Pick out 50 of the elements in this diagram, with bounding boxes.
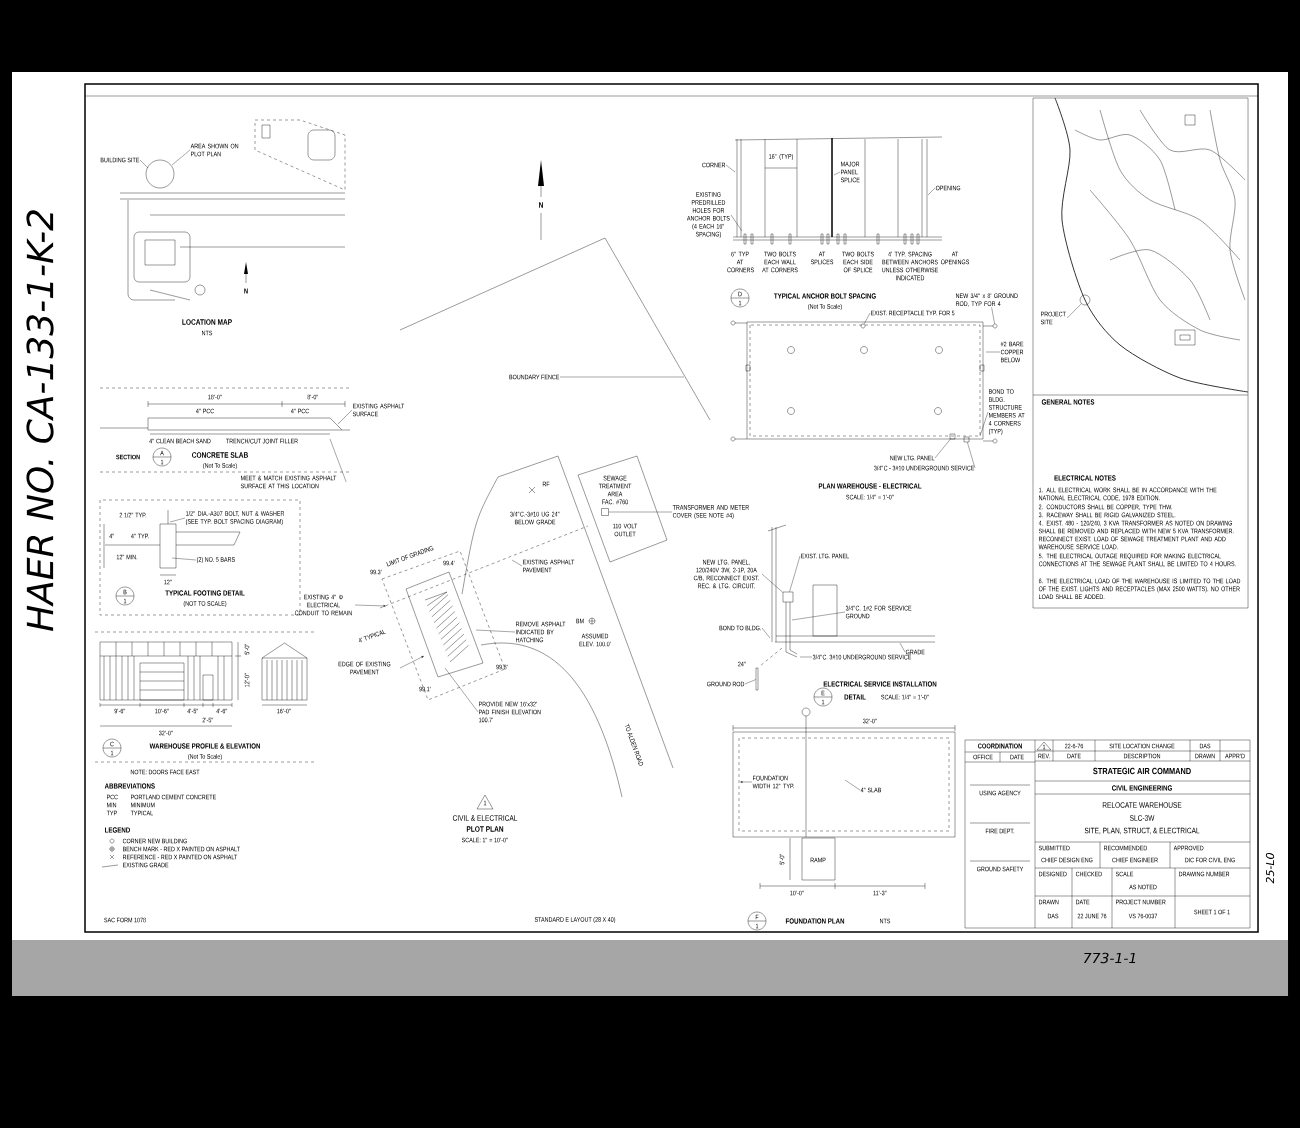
- leader-line: [899, 642, 906, 653]
- leader-line: [171, 557, 197, 561]
- leader-line: [354, 604, 386, 607]
- leader-line: [789, 555, 801, 592]
- leader-line: [725, 164, 736, 173]
- leader-line: [844, 779, 861, 791]
- leader-line: [991, 307, 995, 324]
- leader-line: [1067, 303, 1082, 319]
- title-block-text: STRATEGIC AIR COMMAND: [1093, 767, 1191, 775]
- equipment-box: [782, 591, 794, 603]
- leader-line: [740, 781, 753, 783]
- view-title: CIVIL & ELECTRICAL: [452, 815, 518, 821]
- leader-line: [608, 511, 673, 513]
- leader-line: [444, 667, 479, 713]
- leader-line: [967, 442, 976, 469]
- leader-line: [139, 159, 149, 169]
- leader-line: [979, 411, 989, 437]
- leader-line: [927, 187, 936, 196]
- leader-line: [934, 439, 951, 459]
- leader-line: [985, 351, 1001, 353]
- leader-line: [559, 376, 685, 378]
- leader-line: [730, 214, 743, 232]
- view-title: CONCRETE SLAB: [192, 452, 248, 458]
- ground-rod: [755, 667, 759, 691]
- leader-line: [337, 409, 353, 425]
- leader-line: [799, 656, 813, 658]
- handwritten-number: 773-1-1: [1084, 952, 1136, 964]
- leader-line: [475, 629, 516, 633]
- leader-line: [761, 573, 783, 593]
- drawing-title: RELOCATE WAREHOUSE: [1102, 802, 1182, 808]
- leader-line: [399, 656, 424, 669]
- view-title: LOCATION MAP: [182, 319, 232, 325]
- equipment-box: [963, 436, 970, 443]
- equipment-box: [601, 508, 609, 516]
- leader-line: [169, 517, 186, 523]
- leader-line: [171, 149, 191, 166]
- leader-line: [863, 312, 871, 325]
- view-title: PLOT PLAN: [466, 826, 504, 832]
- leader-line: [791, 611, 846, 621]
- leader-line: [511, 559, 523, 567]
- leader-line: [833, 171, 841, 176]
- equipment-box: [949, 433, 956, 440]
- north-label: N: [539, 202, 543, 208]
- drawing-title: SLC-3W: [1129, 815, 1155, 821]
- leader-line: [744, 679, 756, 685]
- handwritten-number: 25-L0: [1265, 853, 1275, 884]
- leader-line: [761, 627, 771, 639]
- handwritten-number: HAER NO. CA-133-1-K-2: [26, 210, 54, 631]
- leader-line: [329, 438, 347, 483]
- drawing-title: SITE, PLAN, STRUCT, & ELECTRICAL: [1084, 827, 1200, 835]
